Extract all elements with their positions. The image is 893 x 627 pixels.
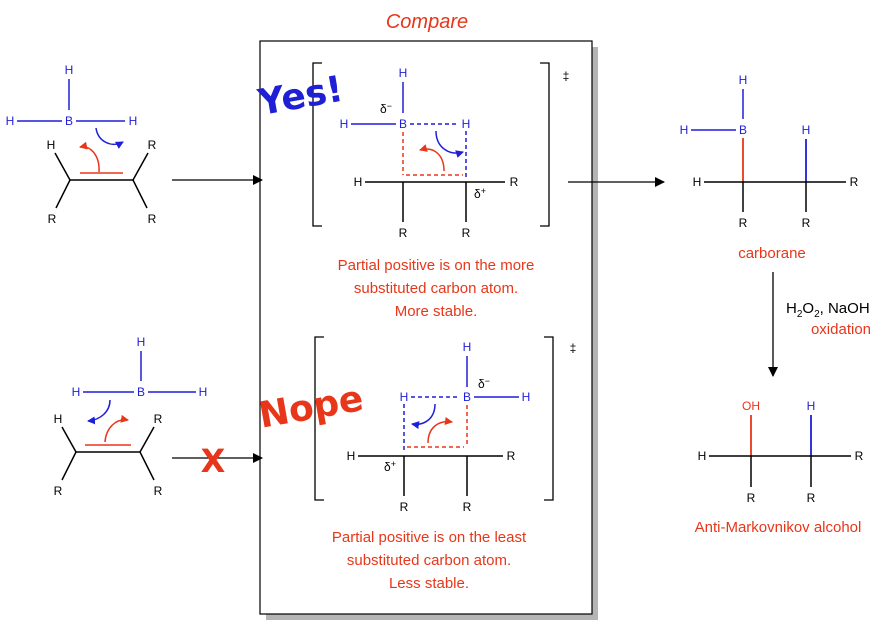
atom-r: R [807, 491, 816, 505]
curved-arrow-blue [411, 403, 436, 430]
atom-h: H [698, 449, 707, 463]
oxidation-label: oxidation [811, 321, 871, 338]
atom-r: R [54, 484, 63, 498]
atom-h: H [54, 412, 63, 426]
bottom-caption-line-2: substituted carbon atom. [347, 552, 511, 569]
delta-minus-label: δ− [478, 376, 490, 391]
bracket-right [540, 62, 550, 227]
bottom-caption-line-1: Partial positive is on the least [332, 529, 527, 546]
atom-h: H [354, 175, 363, 189]
atom-h: H [72, 385, 81, 399]
atom-b: B [463, 390, 471, 404]
atom-r: R [148, 138, 157, 152]
atom-h: H [400, 390, 409, 404]
atom-r: R [154, 484, 163, 498]
atom-r: R [462, 226, 471, 240]
bond [54, 152, 71, 181]
atom-r: R [850, 175, 859, 189]
bottom-reactants: H B H H H R R R [54, 335, 208, 498]
curved-arrow-red [104, 414, 129, 443]
bracket-right [544, 336, 554, 501]
bond [132, 179, 148, 209]
atom-r: R [802, 216, 811, 230]
ts-double-dagger: ‡ [563, 69, 570, 83]
curved-arrow-red [79, 141, 100, 173]
atom-r: R [855, 449, 864, 463]
atom-h: H [807, 399, 816, 413]
atom-h: H [340, 117, 349, 131]
curved-arrow-red [419, 144, 445, 172]
atom-h: H [802, 123, 811, 137]
atom-r: R [154, 412, 163, 426]
atom-r: R [400, 500, 409, 514]
atom-h: H [47, 138, 56, 152]
atom-r: R [399, 226, 408, 240]
curved-arrow-blue [87, 399, 111, 425]
reagent-label: H2O2, NaOH [786, 300, 870, 320]
atom-h: H [462, 117, 471, 131]
bottom-caption-line-3: Less stable. [389, 575, 469, 592]
compare-box [259, 40, 593, 615]
bracket-left [314, 336, 324, 501]
alcohol-label: Anti-Markovnikov alcohol [695, 519, 862, 536]
curved-arrow-red [427, 417, 453, 444]
bond [55, 179, 71, 209]
top-reactants: H B H H H R R R [6, 63, 157, 226]
atom-r: R [510, 175, 519, 189]
atom-h: H [463, 340, 472, 354]
curved-arrow-blue [95, 127, 124, 149]
atom-h: H [199, 385, 208, 399]
carborane-label: carborane [738, 245, 806, 262]
delta-minus-label: δ− [380, 101, 392, 116]
atom-r: R [507, 449, 516, 463]
curved-arrow-blue [435, 130, 464, 158]
atom-r: R [747, 491, 756, 505]
bond [139, 451, 155, 481]
atom-h: H [680, 123, 689, 137]
atom-h: H [6, 114, 15, 128]
atom-h: H [693, 175, 702, 189]
bond [61, 451, 77, 481]
atom-h: H [347, 449, 356, 463]
atom-r: R [463, 500, 472, 514]
bond [139, 426, 155, 453]
atom-b: B [399, 117, 407, 131]
atom-h: H [137, 335, 146, 349]
atom-h: H [129, 114, 138, 128]
atom-r: R [148, 212, 157, 226]
bracket-left [312, 62, 322, 227]
atom-r: R [739, 216, 748, 230]
delta-plus-label: δ+ [474, 186, 486, 201]
atom-h: H [739, 73, 748, 87]
cross-mark: X [201, 442, 226, 480]
compare-title: Compare [386, 11, 468, 33]
top-caption-line-2: substituted carbon atom. [354, 280, 518, 297]
atom-b: B [137, 385, 145, 399]
carborane-product: H B H H H R R R [680, 73, 859, 230]
atom-h: H [522, 390, 531, 404]
top-caption-line-3: More stable. [395, 303, 478, 320]
top-transition-state: ‡ Yes! H δ− B H H H R δ+ R R [254, 62, 570, 240]
atom-b: B [65, 114, 73, 128]
bond [61, 426, 77, 453]
bond [132, 152, 149, 181]
atom-oh: OH [742, 399, 760, 413]
ts-double-dagger: ‡ [570, 341, 577, 355]
atom-b: B [739, 123, 747, 137]
atom-r: R [48, 212, 57, 226]
alcohol-product: OH H H R R R [698, 399, 864, 505]
atom-h: H [399, 66, 408, 80]
atom-h: H [65, 63, 74, 77]
delta-plus-label: δ+ [384, 459, 396, 474]
top-caption-line-1: Partial positive is on the more [338, 257, 535, 274]
